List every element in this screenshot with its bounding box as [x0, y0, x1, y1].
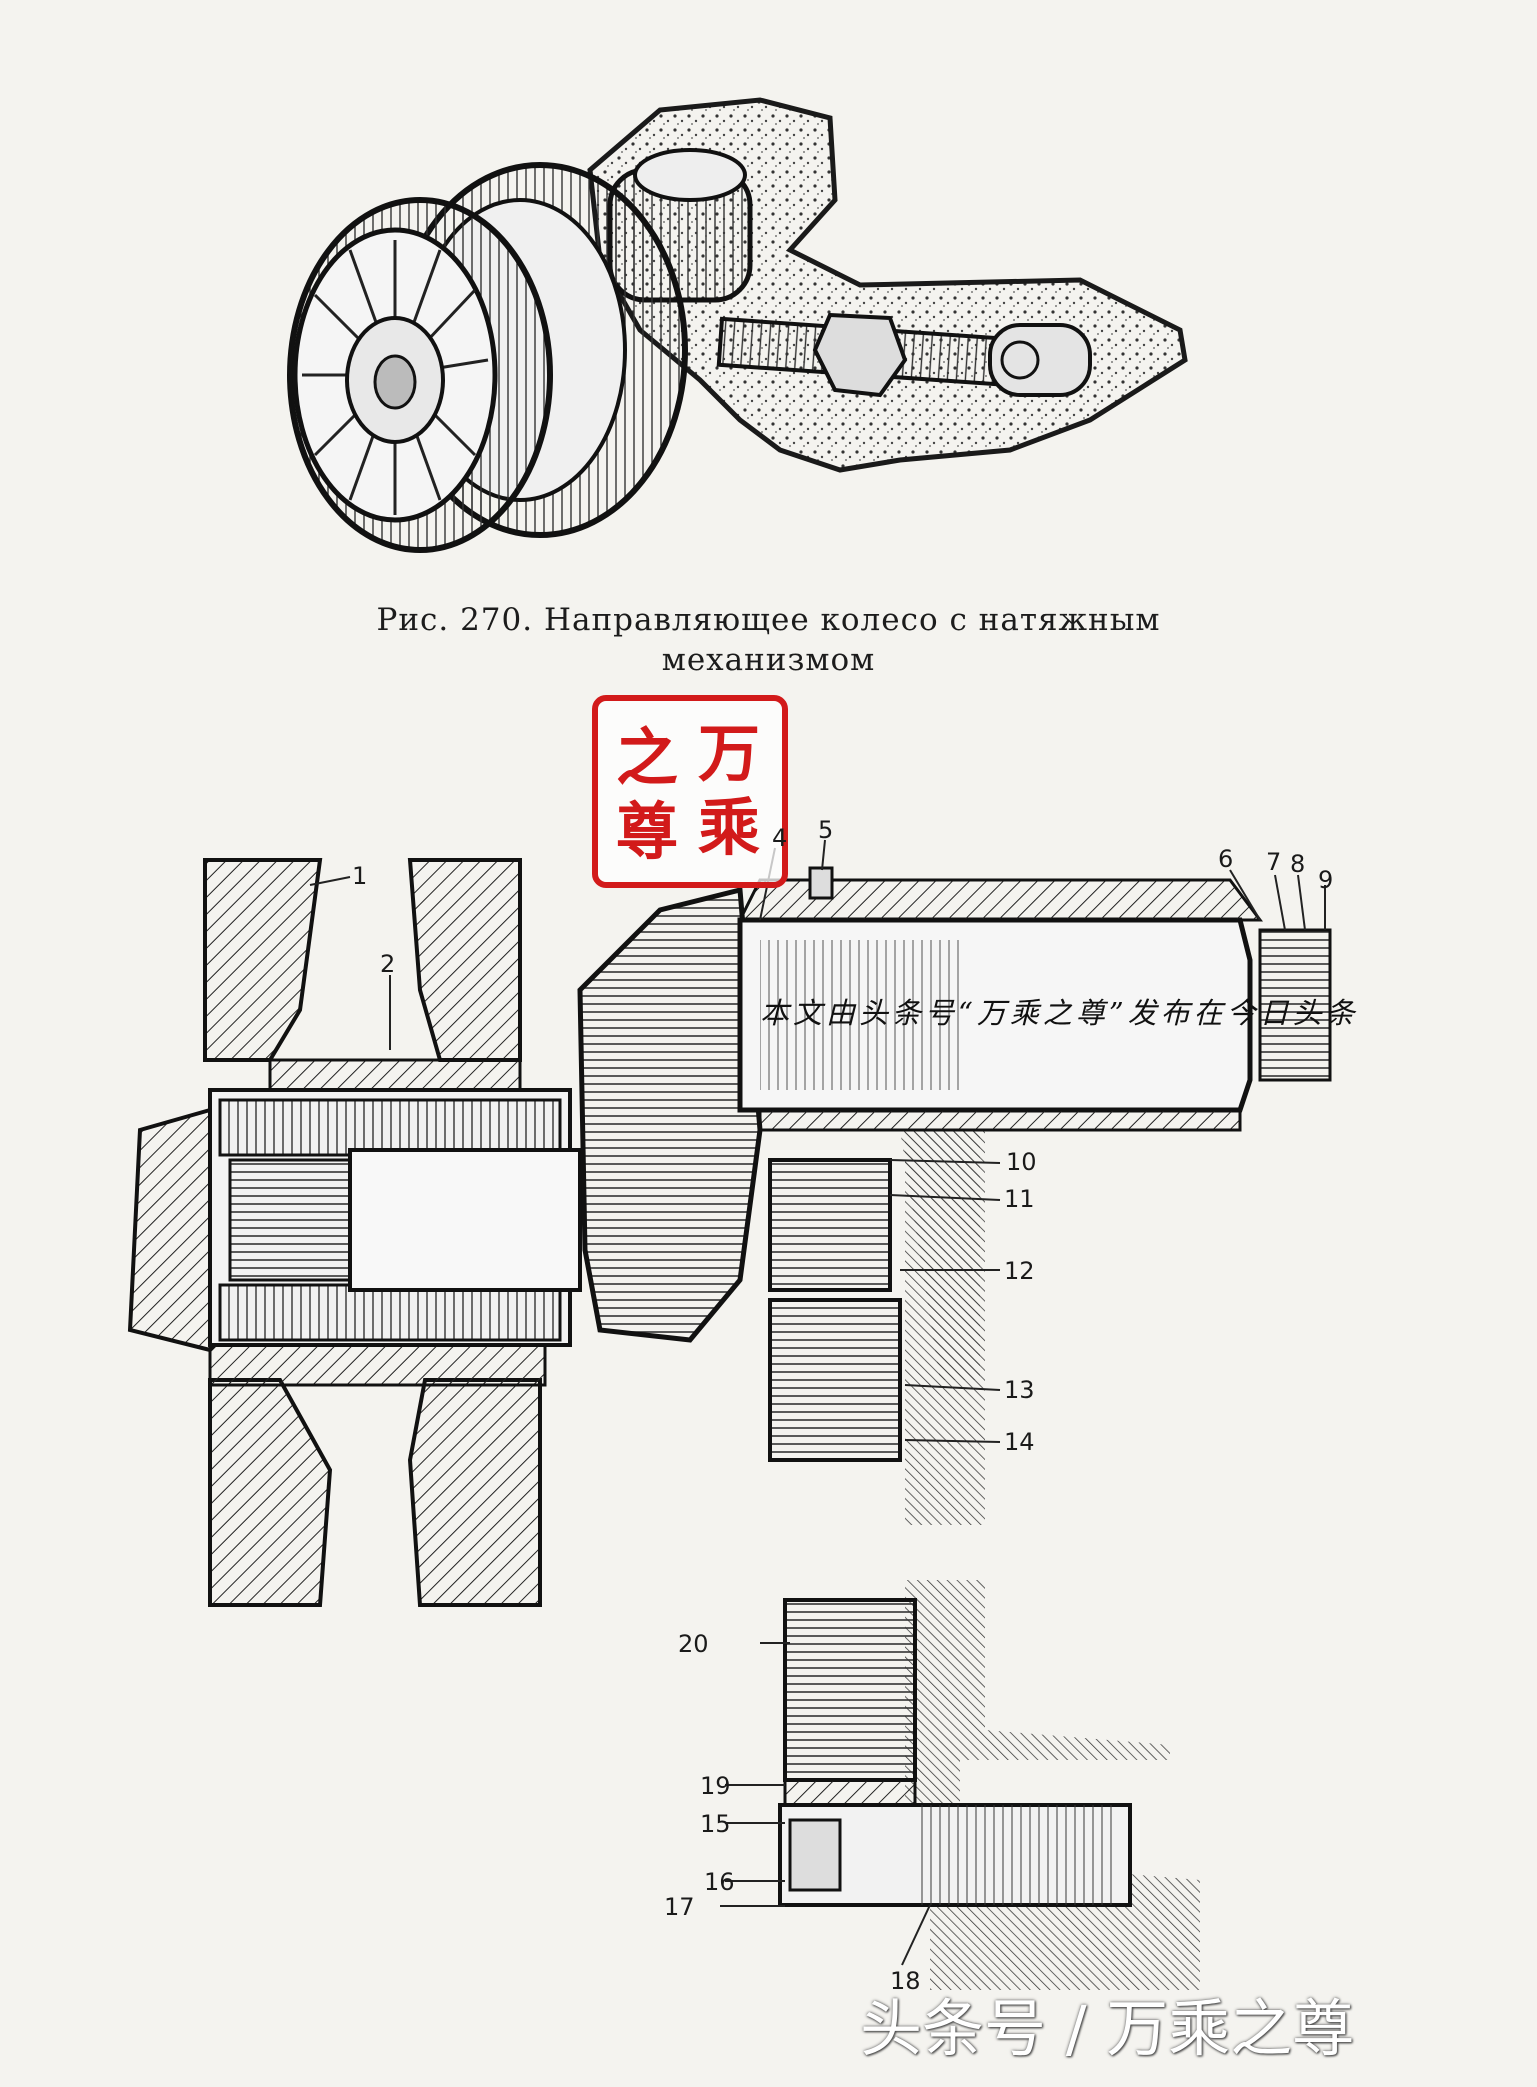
- callout-8: 8: [1290, 850, 1306, 878]
- callout-12: 12: [1004, 1257, 1035, 1285]
- callout-9: 9: [1318, 866, 1334, 894]
- source-brand-watermark: 头条号 / 万乘之尊: [860, 1992, 1355, 2065]
- callout-4: 4: [772, 824, 788, 852]
- lower-screw: [783, 1598, 917, 1807]
- idler-wheel-perspective-drawing: [287, 97, 1188, 553]
- stamp-char: 乘: [698, 791, 761, 864]
- callout-15: 15: [700, 1810, 731, 1838]
- callout-20: 20: [678, 1630, 709, 1658]
- callout-17: 17: [664, 1893, 695, 1921]
- watermark-text: 本文由头条号“万乘之尊”发布在今日头条: [760, 996, 1359, 1030]
- red-seal-stamp: 之 万 尊 乘: [592, 695, 788, 888]
- stamp-char: 万: [698, 717, 761, 790]
- callout-18: 18: [890, 1967, 921, 1995]
- callout-16: 16: [704, 1868, 735, 1896]
- callout-5: 5: [818, 816, 834, 844]
- callout-14: 14: [1004, 1428, 1035, 1456]
- idler-wheel-section-drawing: [127, 839, 1332, 1990]
- callout-7: 7: [1266, 848, 1282, 876]
- leader-lines: [309, 839, 1326, 1966]
- crank-tube: [737, 866, 1332, 1132]
- callout-2: 2: [380, 950, 396, 978]
- stamp-char: 之: [616, 721, 679, 794]
- callout-13: 13: [1004, 1376, 1035, 1404]
- figure-caption: Рис. 270. Направляющее колесо с натяжным: [376, 602, 1161, 638]
- figure-caption-continued: механизмом: [661, 642, 876, 678]
- upper-screw: [768, 1158, 902, 1462]
- hub-body: [208, 1088, 582, 1347]
- tension-screw: [716, 312, 1092, 398]
- callout-11: 11: [1004, 1185, 1035, 1213]
- left-wheel-section: [203, 858, 547, 1607]
- front-wheel-disc: [287, 197, 553, 553]
- wall-break-gap: [880, 1525, 1010, 1547]
- callout-1: 1: [352, 862, 368, 890]
- hull-wall-lower: [905, 1130, 985, 1530]
- crank-arm: [577, 886, 763, 1343]
- hull-wall-bottom: [905, 1580, 1200, 1990]
- callout-19: 19: [700, 1772, 731, 1800]
- callout-6: 6: [1218, 845, 1234, 873]
- stamp-char: 尊: [616, 795, 679, 868]
- callout-10: 10: [1006, 1148, 1037, 1176]
- lower-bushing: [778, 1803, 1132, 1907]
